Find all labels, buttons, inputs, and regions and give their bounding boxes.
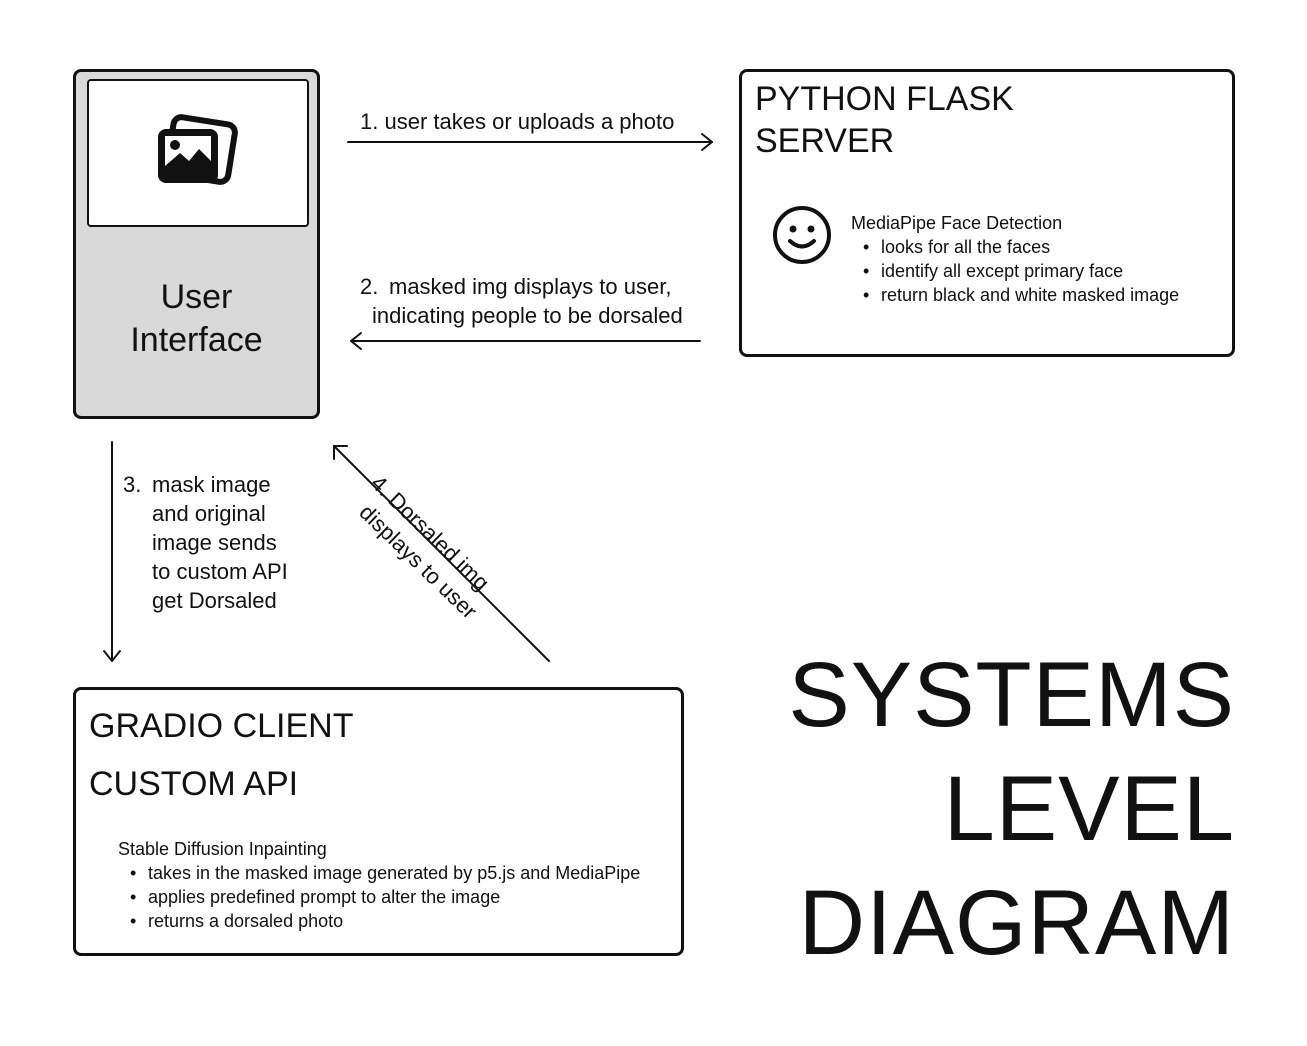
stable-diffusion-bullet-list: •takes in the masked image generated by … [118,861,640,933]
step-text: mask image and original image sends to c… [152,472,288,613]
step-number: 1. [360,109,379,134]
arrow-upload-to-server [347,133,713,151]
stable-diffusion-heading: Stable Diffusion Inpainting [118,839,327,859]
list-item: •identify all except primary face [863,261,1124,281]
diagram-title: SYSTEMS LEVEL DIAGRAM [788,644,1235,974]
step-3-label: 3. mask image and original image sends t… [123,470,313,615]
photo-gallery-icon [158,114,238,185]
step-number: 3. [123,472,142,497]
arrow-mask-to-ui [350,332,701,350]
image-preview-frame [87,79,309,227]
arrow-gradio-to-ui [333,445,550,662]
list-item: •applies predefined prompt to alter the … [130,887,501,907]
step-text-line-1: masked img displays to user, [389,274,672,299]
list-item: •takes in the masked image generated by … [130,863,641,883]
flask-server-title: PYTHON FLASK SERVER [755,80,1014,160]
list-item: •looks for all the faces [863,237,1051,257]
mediapipe-bullet-list: •looks for all the faces •identify all e… [851,235,1179,307]
user-interface-label: User Interface [130,278,263,359]
step-text-line-2: indicating people to be dorsaled [372,303,683,328]
step-1-label: 1. user takes or uploads a photo [360,107,674,136]
step-number: 2. [360,274,379,299]
user-interface-box: User Interface [73,69,320,419]
flask-server-box: PYTHON FLASK SERVER MediaPipe Face Detec… [739,69,1235,357]
step-2-label: 2. masked img displays to user, indicatin… [360,272,683,330]
list-item: •returns a dorsaled photo [130,911,344,931]
arrow-ui-to-gradio [103,441,121,662]
list-item: •return black and white masked image [863,285,1180,305]
gradio-client-box: GRADIO CLIENT CUSTOM API Stable Diffusio… [73,687,684,956]
smiley-face-icon [773,206,831,264]
gradio-client-title: GRADIO CLIENT CUSTOM API [89,707,354,803]
mediapipe-heading: MediaPipe Face Detection [851,213,1063,233]
step-text: user takes or uploads a photo [384,109,675,134]
